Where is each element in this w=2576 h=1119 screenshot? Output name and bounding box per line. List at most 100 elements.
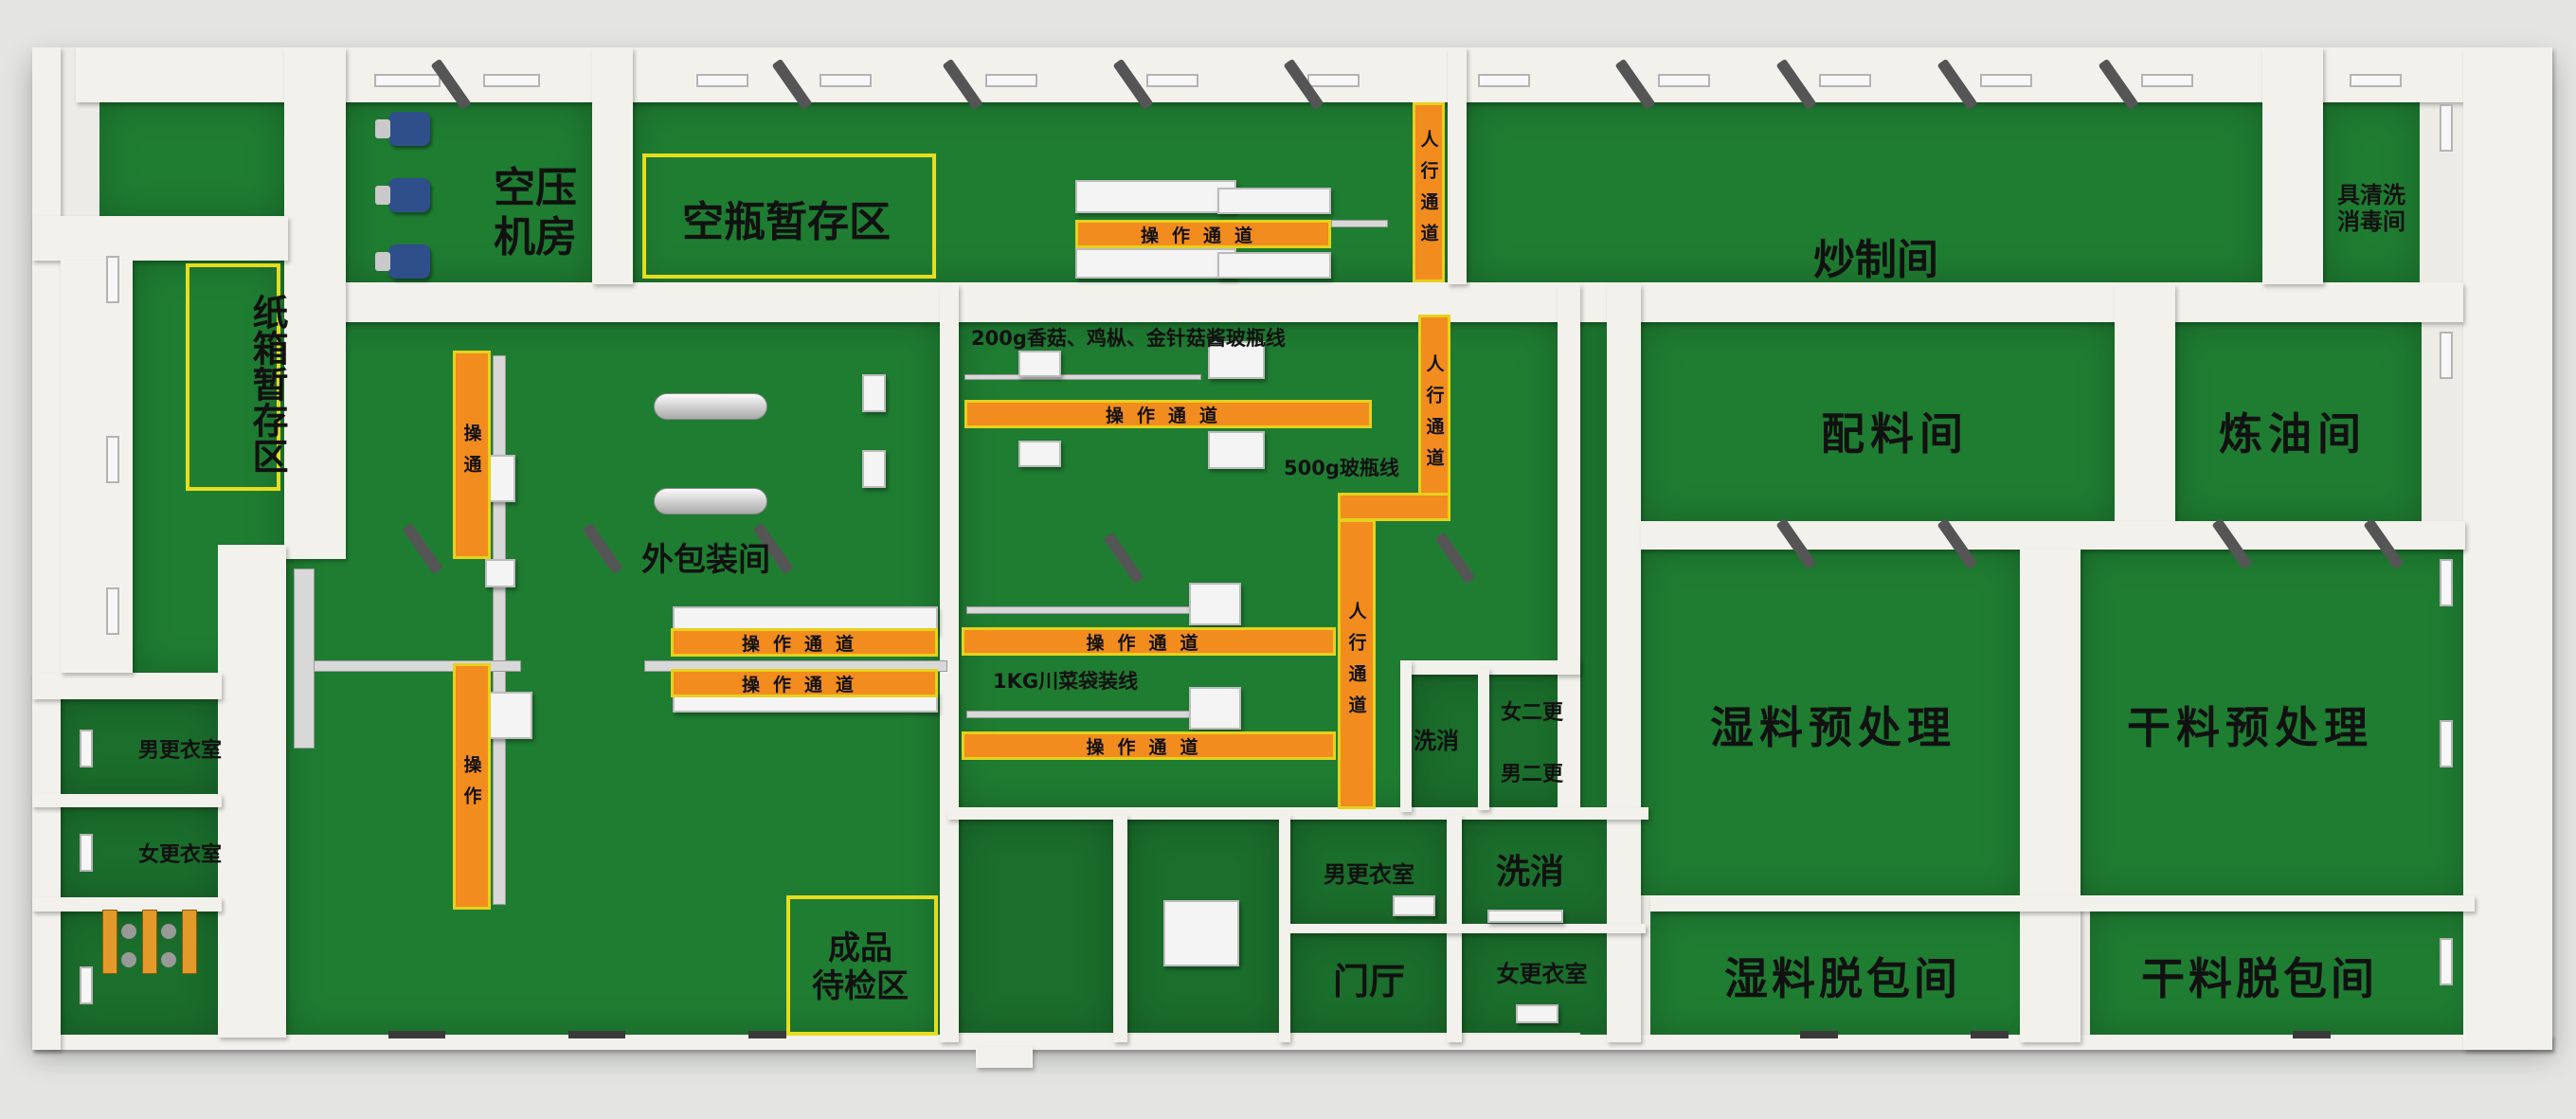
locker (102, 910, 117, 974)
conveyor (966, 606, 1194, 614)
sealing-machine (1208, 341, 1265, 379)
door (748, 1031, 786, 1038)
wall-top (76, 47, 2501, 102)
wall-v-lobby2 (1279, 815, 1290, 1042)
wall-v-left2 (218, 545, 286, 1038)
packing-machine (485, 559, 515, 587)
room-label-male-changing: 男更衣室 (137, 739, 222, 763)
door (568, 1031, 625, 1038)
wall-v-lobby1 (1113, 815, 1127, 1042)
lane-label: 操通 (460, 424, 482, 486)
filling-machine (1217, 252, 1331, 279)
window (106, 256, 119, 303)
room-label-frying: 炒制间 (1813, 236, 1938, 284)
conveyor-vertical (493, 355, 506, 905)
window (80, 834, 93, 872)
filling-machine (1075, 180, 1236, 213)
operation-lane-vertical: 操通 (453, 351, 491, 559)
carton-zone-border (186, 263, 280, 491)
lane-label: 操作通道 (1105, 405, 1231, 426)
lane-label: 人行通道 (1423, 354, 1445, 479)
window (106, 436, 119, 483)
entrance-step (976, 1047, 1033, 1068)
operation-lane: 操作通道 (962, 731, 1336, 760)
pedestrian-lane: 人行通道 (1413, 102, 1445, 282)
operation-lane-vertical: 操作 (453, 663, 491, 910)
air-compressor (375, 112, 430, 146)
window (2141, 74, 2193, 87)
window (483, 74, 540, 87)
room-label-female-second: 女二更 (1500, 701, 1563, 725)
room-label-female-changing-2: 女更衣室 (1496, 960, 1588, 987)
bottle-machine (862, 374, 886, 412)
room-frying (1467, 102, 2262, 282)
door (1971, 1031, 2009, 1038)
wall-left (32, 47, 61, 1050)
window (1478, 74, 1530, 87)
bench (1516, 1004, 1558, 1023)
conveyor (966, 711, 1194, 718)
room-wet-pretreat (1641, 550, 2020, 895)
room-label-oil: 炼油间 (2219, 408, 2367, 460)
sealing-machine (1208, 431, 1265, 469)
line-label-200g: 200g香菇、鸡枞、金针菇酱玻瓶线 (971, 327, 1286, 350)
room-label-empty-bottle: 空瓶暂存区 (682, 198, 891, 246)
wall-v-tool (2262, 47, 2323, 284)
window (80, 966, 93, 1004)
window (1307, 74, 1360, 87)
room-label-finished-2: 待检区 (812, 966, 909, 1005)
lane-label: 操作通道 (741, 674, 867, 695)
shower-stalls (1163, 900, 1239, 966)
wall-v-pretreat (2020, 550, 2081, 1042)
wall-h-lobby (947, 807, 1648, 820)
lane-label: 人行通道 (1417, 130, 1439, 255)
door (388, 1031, 445, 1038)
room-oil (2175, 322, 2422, 521)
locker (182, 910, 197, 974)
window (106, 587, 119, 635)
room-label-carton-zone: 纸箱暂存区 (246, 294, 288, 474)
lane-label: 操作通道 (1086, 632, 1212, 654)
room-label-wet-unpack: 湿料脱包间 (1724, 953, 1961, 1004)
wall-v-outer (940, 284, 959, 1042)
window (1980, 74, 2032, 87)
empty-bottle-zone (642, 153, 936, 279)
room-tool-wash (2323, 102, 2420, 282)
room-lobby (1290, 933, 1447, 1033)
wall-h-unpack (1650, 895, 2475, 911)
operation-lane: 操作通道 (671, 628, 938, 657)
operation-lane: 操作通道 (962, 627, 1336, 656)
lane-connector (1338, 493, 1450, 521)
finished-zone-border (786, 895, 938, 1036)
window (820, 74, 872, 87)
stool (121, 924, 136, 939)
storage-tank (654, 488, 767, 514)
room-label-wash-disinfect: 洗消 (1495, 853, 1564, 892)
wall-bottom (32, 1035, 2552, 1050)
window (80, 730, 93, 767)
lane-label: 操作通道 (741, 633, 867, 655)
lane-label: 操作通道 (1140, 225, 1266, 246)
wall-v-filling (1558, 284, 1580, 815)
room-label-tool-wash: 具清洗消毒间 (2337, 182, 2405, 235)
window (1146, 74, 1198, 87)
packing-machine (485, 692, 532, 739)
room-label-batching: 配料间 (1821, 408, 1969, 460)
window (1819, 74, 1871, 87)
lane-label: 人行通道 (1345, 602, 1367, 727)
window (2440, 938, 2453, 985)
room-label-finished-1: 成品 (828, 929, 892, 967)
stool (121, 952, 136, 967)
window (2440, 720, 2453, 767)
locker (142, 910, 157, 974)
wall-h-left1 (32, 216, 288, 261)
bottle-machine (1018, 351, 1061, 377)
wall-v-left (284, 47, 346, 559)
bottle-machine (1018, 441, 1061, 467)
window (985, 74, 1037, 87)
conveyor-feed (294, 569, 315, 749)
stool (161, 952, 176, 967)
window (2350, 74, 2402, 87)
wall-h-left2 (32, 673, 222, 699)
air-compressor (375, 244, 430, 279)
